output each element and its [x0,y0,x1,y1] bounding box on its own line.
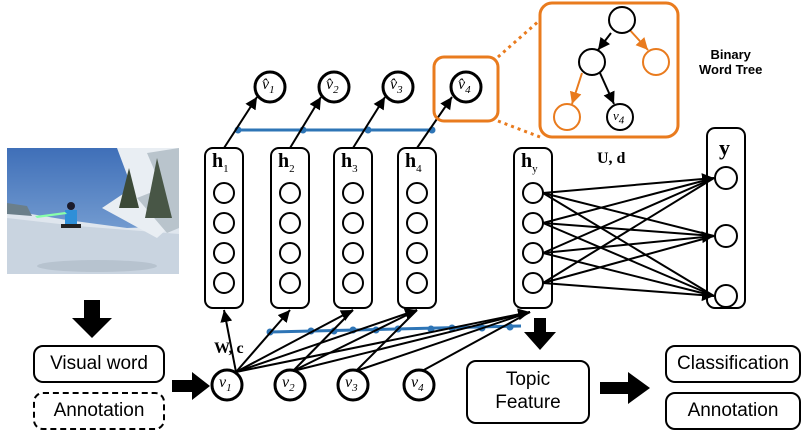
hidden-neurons [213,182,544,294]
hidden-to-output-arrows [223,96,453,149]
input-hidden-connections [220,308,531,373]
binary-tree [553,6,670,131]
input-label-3: v3 [345,374,358,395]
input-label-4: v4 [411,374,424,395]
topic-layer [513,147,553,309]
input-word-nodes [210,368,436,402]
tree-title-line1: Binary [710,47,751,62]
visual-word-box: Visual word [33,345,165,383]
zoom-line-top [497,18,541,59]
param-wc-label: W, c [214,340,244,357]
topic-output-connections [542,173,715,302]
binary-tree-box [538,1,680,139]
top-blue-link [234,126,436,134]
snowboard-photo [7,148,179,274]
tree-leaf-label: v4 [613,108,625,127]
topic-feature-line2: Feature [495,392,561,413]
hidden-label-4: h4 [405,150,422,175]
classification-box: Classification [665,345,801,383]
flow-arrows [72,300,650,404]
annotation-left-box: Annotation [33,392,165,430]
topic-down-arrow [524,318,556,350]
input-label-2: v2 [282,374,295,395]
topic-to-classification-arrow [600,372,650,404]
topic-feature-line1: Topic [505,369,551,391]
output-label-2: v̂2 [326,76,339,97]
hidden-label-3: h3 [341,150,358,175]
zoom-line-bottom [497,119,541,139]
tree-title: Binary Word Tree [699,47,762,77]
topic-feature-box: Topic Feature [466,360,590,424]
snowboard-photo-drawing [7,148,179,274]
output-label-3: v̂3 [390,76,403,97]
visual-word-to-input-arrow [172,372,210,400]
input-label-1: v1 [219,374,232,395]
output-label-1: v̂1 [262,76,275,97]
photo-to-visual-word-arrow [72,300,112,338]
output-word-nodes [253,70,483,104]
hidden-label-2: h2 [278,150,295,175]
annotation-right-box: Annotation [665,392,801,430]
topic-layer-label: hy [521,150,538,175]
tree-title-line2: Word Tree [699,62,763,77]
highlight-box [432,55,500,123]
output-neurons [714,166,738,308]
hidden-label-1: h1 [212,150,229,175]
output-label-4: v̂4 [458,76,471,97]
param-ud-label: U, d [597,150,626,167]
output-layer-label: y [719,135,730,160]
